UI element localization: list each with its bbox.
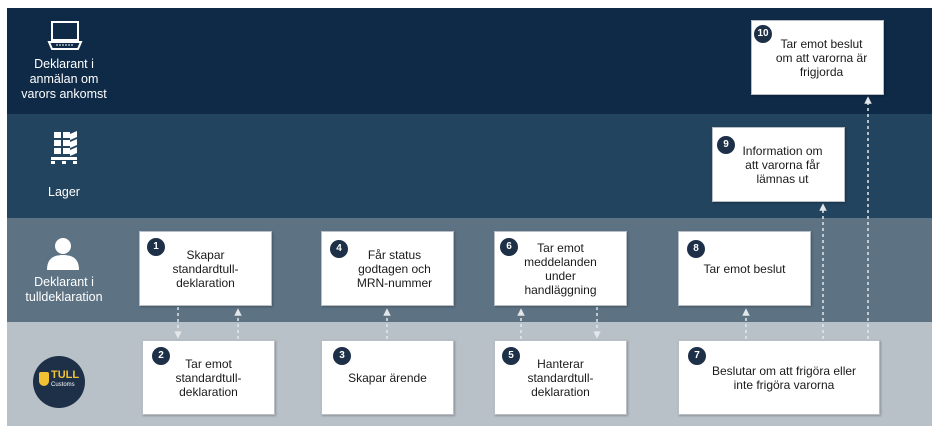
step-box-8: 8 Tar emot beslut [678, 231, 811, 306]
step-badge-8: 8 [687, 240, 705, 258]
step-text-2: Tar emot standardtull- deklaration [175, 356, 242, 399]
step-badge-10: 10 [754, 25, 772, 43]
step-box-1: 1 Skapar standardtull- deklaration [139, 231, 272, 306]
tull-customs-logo: TULL Customs [33, 356, 85, 408]
step-text-4: Får status godtagen och MRN-nummer [356, 247, 433, 290]
laptop-icon [47, 21, 83, 50]
warehouse-boxes-icon [51, 131, 77, 164]
step-box-4: 4 Får status godtagen och MRN-nummer [321, 231, 454, 306]
crown-icon [39, 372, 49, 386]
step-text-1: Skapar standardtull- deklaration [172, 247, 239, 290]
step-text-9: Information om att varorna får lämnas ut [742, 143, 823, 186]
step-box-3: 3 Skapar ärende [321, 340, 454, 415]
step-box-10: 10 Tar emot beslut om att varorna är fri… [751, 20, 884, 95]
lane-label-warehouse: Lager [48, 185, 80, 199]
step-box-5: 5 Hanterar standardtull- deklaration [494, 340, 627, 415]
step-text-6: Tar emot meddelanden under handläggning [524, 240, 597, 297]
step-box-2: 2 Tar emot standardtull- deklaration [142, 340, 275, 415]
step-badge-5: 5 [502, 347, 520, 365]
logo-text-tull: TULL [51, 369, 80, 381]
step-text-8: Tar emot beslut [703, 261, 786, 276]
lane-label-arrival-declarant: Deklarant i anmälan om varors ankomst [21, 57, 107, 101]
step-box-7: 7 Beslutar om att frigöra eller inte fri… [678, 340, 880, 415]
step-badge-2: 2 [152, 347, 170, 365]
step-text-3: Skapar ärende [348, 370, 427, 385]
step-badge-7: 7 [688, 347, 706, 365]
step-box-6: 6 Tar emot meddelanden under handläggnin… [494, 231, 627, 306]
step-text-7: Beslutar om att frigöra eller inte frigö… [711, 363, 857, 392]
step-badge-3: 3 [333, 347, 351, 365]
step-badge-6: 6 [500, 238, 518, 256]
step-badge-9: 9 [717, 136, 735, 154]
step-text-10: Tar emot beslut om att varorna är frigjo… [775, 36, 868, 79]
logo-text-customs: Customs [51, 382, 75, 388]
step-box-9: 9 Information om att varorna får lämnas … [712, 127, 845, 202]
step-text-5: Hanterar standardtull- deklaration [527, 356, 594, 399]
step-badge-4: 4 [330, 240, 348, 258]
person-icon [47, 238, 79, 270]
step-badge-1: 1 [147, 238, 165, 256]
lane-label-customs-declarant: Deklarant i tulldeklaration [25, 275, 103, 304]
